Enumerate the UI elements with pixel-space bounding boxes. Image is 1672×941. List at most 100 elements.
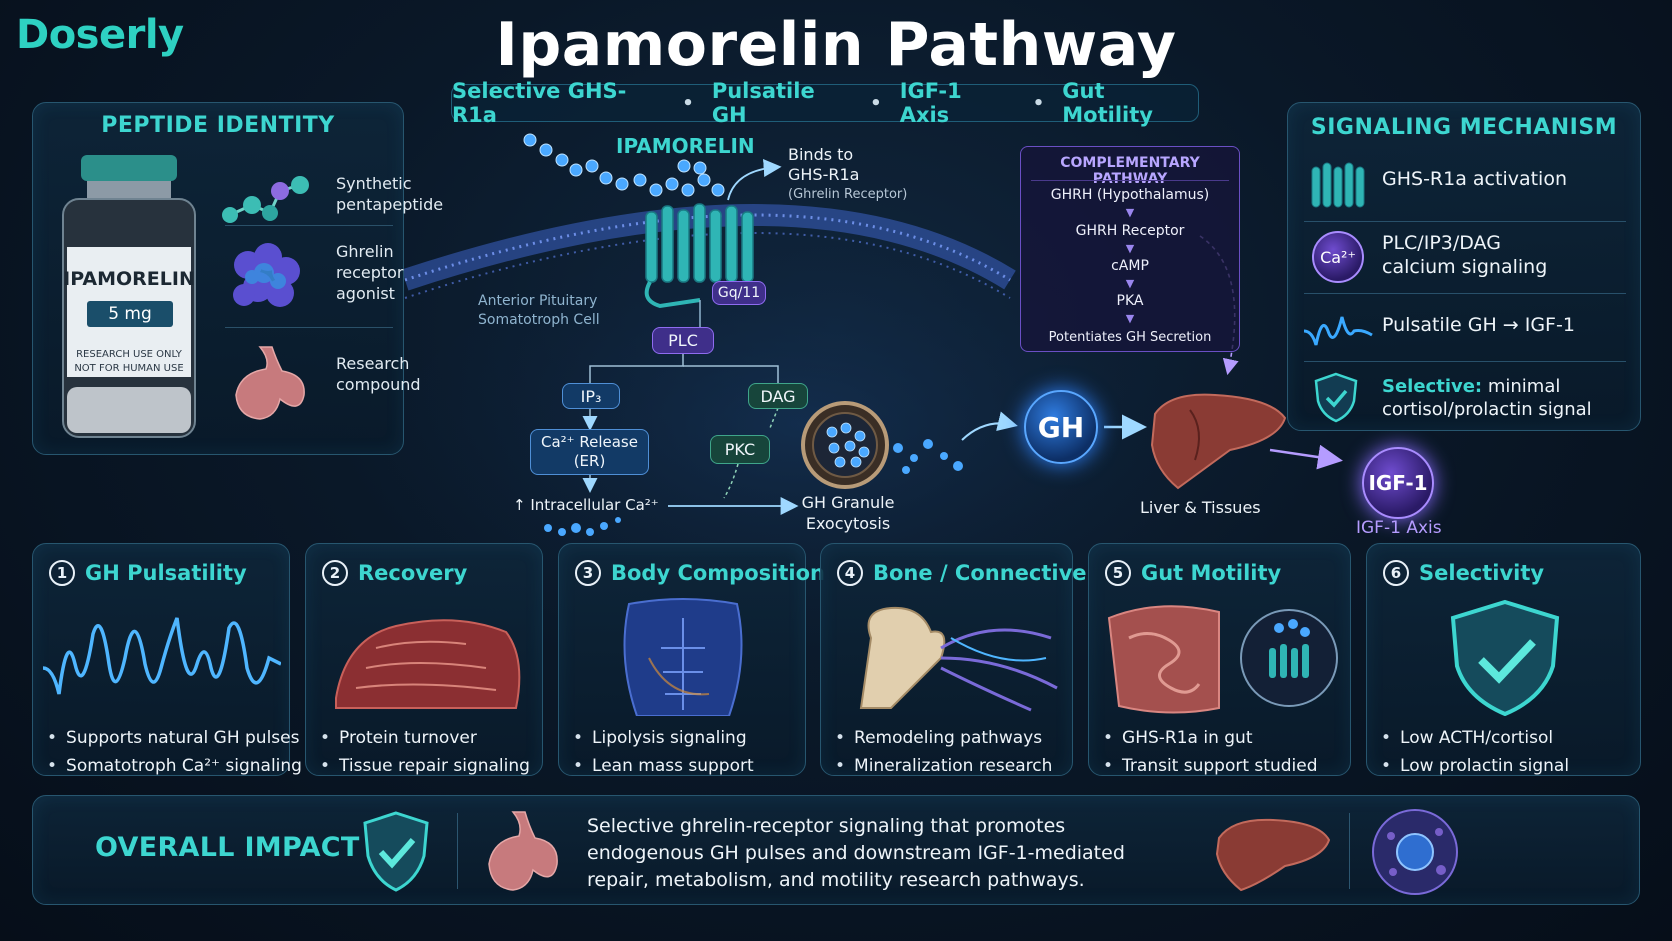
- pathway-step: GHRH (Hypothalamus): [1050, 187, 1210, 203]
- card-title: Bone / Connective: [873, 561, 1087, 585]
- identity-item: Research compound: [218, 335, 421, 425]
- mechanism-item: Selective: minimal cortisol/prolactin si…: [1302, 365, 1628, 427]
- mechanism-text: Selective: minimal cortisol/prolactin si…: [1382, 375, 1632, 421]
- pathway-step: PKA: [1116, 293, 1144, 309]
- pituitary-gland-icon: [235, 346, 305, 420]
- vial-label: IPAMORELIN: [63, 268, 195, 290]
- binds-label: Binds to GHS-R1a (Ghrelin Receptor): [788, 145, 907, 205]
- effect-card-recovery: 2 Recovery Protein turnover Tissue repai…: [305, 543, 543, 776]
- receptor-icon: [1311, 162, 1365, 208]
- identity-line: pentapeptide: [336, 195, 444, 214]
- card-bullet: Supports natural GH pulses: [47, 728, 299, 748]
- vial-icon: [62, 155, 196, 438]
- card-bullet: Somatotroph Ca²⁺ signaling: [47, 756, 302, 776]
- card-bullet: GHS-R1a in gut: [1103, 728, 1252, 748]
- liver-icon: [1215, 818, 1331, 892]
- bullet-separator: •: [1032, 92, 1045, 114]
- card-title: Body Composition: [611, 561, 825, 585]
- identity-text: Research compound: [336, 353, 456, 395]
- card-header: 6 Selectivity: [1383, 558, 1632, 588]
- pulse-wave-icon: [1303, 316, 1373, 346]
- identity-line: agonist: [336, 284, 395, 303]
- subtitle-item: IGF-1 Axis: [899, 79, 962, 127]
- mechanism-line: cortisol/prolactin signal: [1382, 399, 1592, 420]
- mechanism-text: GHS-R1a activation: [1382, 168, 1567, 190]
- molecule-chain-icon: [222, 176, 309, 223]
- divider: [1304, 293, 1626, 294]
- divider: [1304, 221, 1626, 222]
- card-number: 1: [49, 560, 75, 586]
- impact-text: Selective ghrelin-receptor signaling tha…: [587, 815, 1125, 891]
- pathway-step: GHRH Receptor: [1075, 223, 1185, 239]
- igf-axis-label: IGF-1 Axis: [1356, 518, 1442, 538]
- mechanism-item: Pulsatile GH → IGF-1: [1302, 299, 1628, 361]
- divider: [1031, 180, 1229, 181]
- vial-note: RESEARCH USE ONLY: [76, 349, 182, 360]
- subtitle-item: Selective GHS-R1a: [452, 79, 627, 127]
- intracellular-ca-label: ↑ Intracellular Ca²⁺: [513, 496, 659, 514]
- overall-impact-panel: OVERALL IMPACT Selective ghrelin-recepto…: [32, 795, 1640, 905]
- card-bullet: Remodeling pathways: [835, 728, 1042, 748]
- identity-line: receptor: [336, 263, 404, 282]
- pituitary-gland-icon: [488, 811, 558, 891]
- impact-title: OVERALL IMPACT: [95, 832, 360, 863]
- brand-logo: Doserly: [16, 12, 184, 58]
- card-bullet: Lean mass support: [573, 756, 754, 776]
- card-bullet: Low ACTH/cortisol: [1381, 728, 1553, 748]
- shield-check-icon: [1450, 599, 1560, 716]
- card-bullet: Mineralization research: [835, 756, 1052, 776]
- card-bullet: Transit support studied: [1103, 756, 1317, 776]
- cell-label: Anterior Pituitary Somatotroph Cell: [478, 292, 600, 330]
- peptide-molecule: [523, 133, 725, 197]
- mechanism-line: PLC/IP3/DAG: [1382, 232, 1501, 254]
- card-header: 2 Recovery: [322, 558, 534, 588]
- card-header: 5 Gut Motility: [1105, 558, 1342, 588]
- peptide-label: IPAMORELIN: [616, 134, 755, 158]
- down-arrow-icon: ▼: [1125, 312, 1135, 325]
- identity-item: Ghrelin receptor agonist: [218, 233, 404, 323]
- mechanism-item: GHS-R1a activation: [1302, 153, 1628, 215]
- granule-line: Exocytosis: [805, 514, 891, 533]
- ip3-node: IP₃: [562, 383, 620, 409]
- binds-line: GHS-R1a: [788, 165, 860, 184]
- muscle-shoulder-icon: [335, 619, 521, 709]
- identity-item: Synthetic pentapeptide: [218, 155, 443, 245]
- granule-label: GH Granule Exocytosis: [788, 492, 908, 534]
- cell-line: Somatotroph Cell: [478, 312, 600, 328]
- intestine-icon: [1107, 605, 1338, 714]
- identity-line: Research: [336, 354, 410, 373]
- card-number: 3: [575, 560, 601, 586]
- plc-node: PLC: [652, 327, 714, 354]
- signaling-mechanism-panel: SIGNALING MECHANISM GHS-R1a activation C…: [1287, 102, 1641, 431]
- calcium-icon: Ca²⁺: [1312, 231, 1364, 283]
- card-title: GH Pulsatility: [85, 561, 247, 585]
- identity-line: Ghrelin: [336, 242, 394, 261]
- card-title: Gut Motility: [1141, 561, 1282, 585]
- card-bullet: Low prolactin signal: [1381, 756, 1569, 776]
- identity-line: compound: [336, 375, 421, 394]
- ca-release-line: (ER): [573, 452, 606, 470]
- igf-1-node: IGF-1: [1362, 447, 1434, 519]
- divider: [1304, 361, 1626, 362]
- mechanism-highlight: Selective:: [1382, 376, 1483, 397]
- effect-card-selectivity: 6 Selectivity Low ACTH/cortisol Low prol…: [1366, 543, 1641, 776]
- card-number: 4: [837, 560, 863, 586]
- liver-label: Liver & Tissues: [1140, 498, 1261, 517]
- down-arrow-icon: ▼: [1125, 242, 1135, 255]
- card-header: 1 GH Pulsatility: [49, 558, 281, 588]
- ca-release-line: Ca²⁺ Release: [541, 433, 638, 451]
- binds-line: Binds to: [788, 145, 854, 164]
- card-number: 5: [1105, 560, 1131, 586]
- card-title: Recovery: [358, 561, 468, 585]
- liver-icon: [1150, 393, 1287, 490]
- complementary-pathway-panel: COMPLEMENTARY PATHWAY GHRH (Hypothalamus…: [1020, 146, 1240, 352]
- identity-line: Synthetic: [336, 174, 412, 193]
- gq-node: Gq/11: [712, 281, 766, 305]
- binds-note: (Ghrelin Receptor): [788, 187, 908, 202]
- card-bullet: Tissue repair signaling: [320, 756, 530, 776]
- complementary-title: COMPLEMENTARY PATHWAY: [1060, 155, 1200, 187]
- shield-check-icon: [1314, 372, 1358, 423]
- card-header: 3 Body Composition: [575, 558, 825, 588]
- card-number: 2: [322, 560, 348, 586]
- mechanism-line: calcium signaling: [1382, 256, 1548, 278]
